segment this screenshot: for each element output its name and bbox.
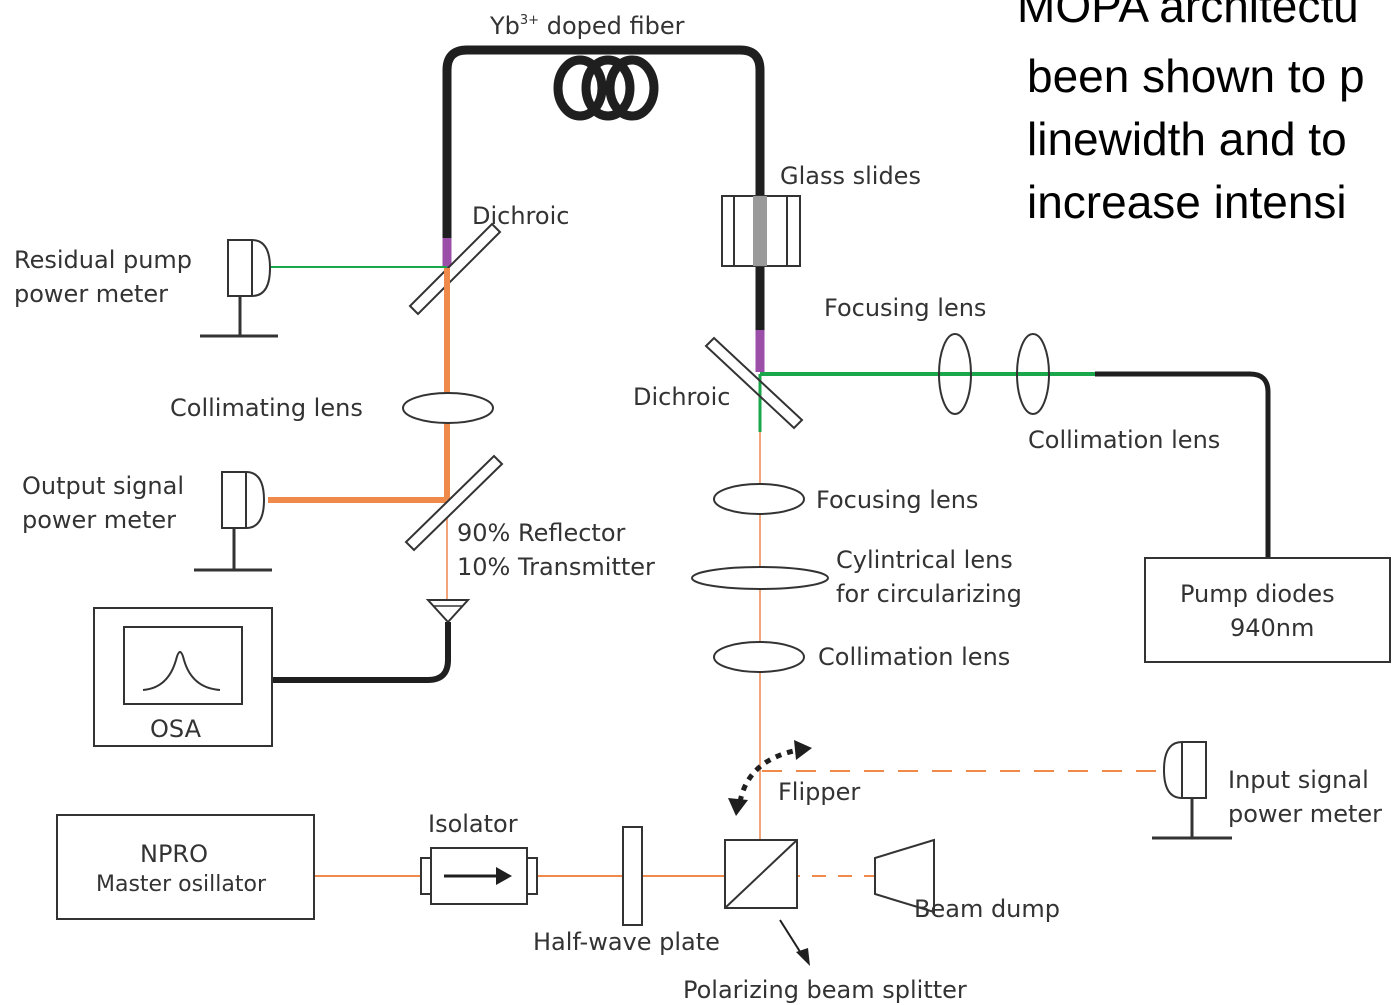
npro-label-2: Master osillator (96, 872, 267, 897)
focusing-lens-mid-label: Focusing lens (816, 486, 978, 514)
osa-label: OSA (150, 715, 202, 743)
dichroic-top-label: Dichroic (472, 202, 569, 230)
dichroic-top (408, 222, 502, 316)
cylindrical-label-2: for circularizing (836, 580, 1022, 608)
isolator-label: Isolator (428, 810, 518, 838)
residual-pump-label-1: Residual pump (14, 246, 192, 274)
flipper-arrow-icon (728, 740, 812, 816)
residual-pump-power-meter (200, 239, 278, 338)
output-signal-power-meter (194, 471, 272, 572)
pump-fiber (1095, 371, 1271, 558)
npro-label-1: NPRO (140, 840, 208, 868)
polarizing-bs-label: Polarizing beam splitter (683, 976, 967, 1004)
caption-line-2: been shown to p (1027, 50, 1365, 102)
osa-fiber (272, 622, 451, 683)
osa-box (93, 607, 273, 747)
half-wave-plate (622, 826, 643, 926)
pump-diodes (1144, 557, 1391, 663)
output-signal-label-2: power meter (22, 506, 176, 534)
reflector-90-10 (404, 454, 504, 552)
focusing-lens-top-label: Focusing lens (824, 294, 986, 322)
cylindrical-lens (691, 566, 829, 590)
reflector-label-1: 90% Reflector (457, 519, 626, 547)
beam-dump-label: Beam dump (914, 895, 1060, 923)
collimating-lens-label: Collimating lens (170, 394, 363, 422)
glass-slides (721, 195, 801, 267)
npro-master-oscillator (56, 814, 315, 920)
caption-line-3: linewidth and to (1027, 113, 1347, 165)
beam-dump (874, 838, 935, 914)
cylindrical-label-1: Cylintrical lens (836, 546, 1013, 574)
focusing-lens-mid (713, 483, 805, 515)
output-signal-label-1: Output signal (22, 472, 184, 500)
collimation-lens-mid (713, 641, 805, 673)
polarizing-beam-splitter (724, 839, 798, 909)
caption-line-1: MOPA architectu (1017, 0, 1359, 32)
fiber-coupler (425, 599, 471, 624)
input-signal-label-1: Input signal (1228, 766, 1369, 794)
caption-line-4: increase intensi (1027, 176, 1347, 228)
yb-doped-fiber (442, 45, 765, 372)
glass-slides-label: Glass slides (780, 162, 921, 190)
collimating-lens (402, 392, 494, 424)
collimation-lens-right-label: Collimation lens (1028, 426, 1220, 454)
input-signal-label-2: power meter (1228, 800, 1382, 828)
dichroic-mid (704, 336, 804, 430)
pump-diodes-label-2: 940nm (1230, 614, 1314, 642)
residual-pump-label-2: power meter (14, 280, 168, 308)
dichroic-mid-label: Dichroic (633, 383, 730, 411)
reflector-label-2: 10% Transmitter (457, 553, 655, 581)
flipper-label: Flipper (778, 778, 860, 806)
caption-text: MOPA architectu been shown to p linewidt… (1017, 0, 1365, 228)
collimation-lens-mid-label: Collimation lens (818, 643, 1010, 671)
pump-diodes-label-1: Pump diodes (1180, 580, 1335, 608)
pump-focusing-lens (938, 333, 972, 415)
half-wave-plate-label: Half-wave plate (533, 928, 720, 956)
input-signal-power-meter (1152, 741, 1232, 840)
arrow-right-icon (444, 867, 512, 885)
fiber-label: Yb3+ doped fiber (489, 12, 685, 40)
pbs-pointer-arrow-icon (779, 919, 810, 966)
pump-collimation-lens (1016, 333, 1050, 415)
